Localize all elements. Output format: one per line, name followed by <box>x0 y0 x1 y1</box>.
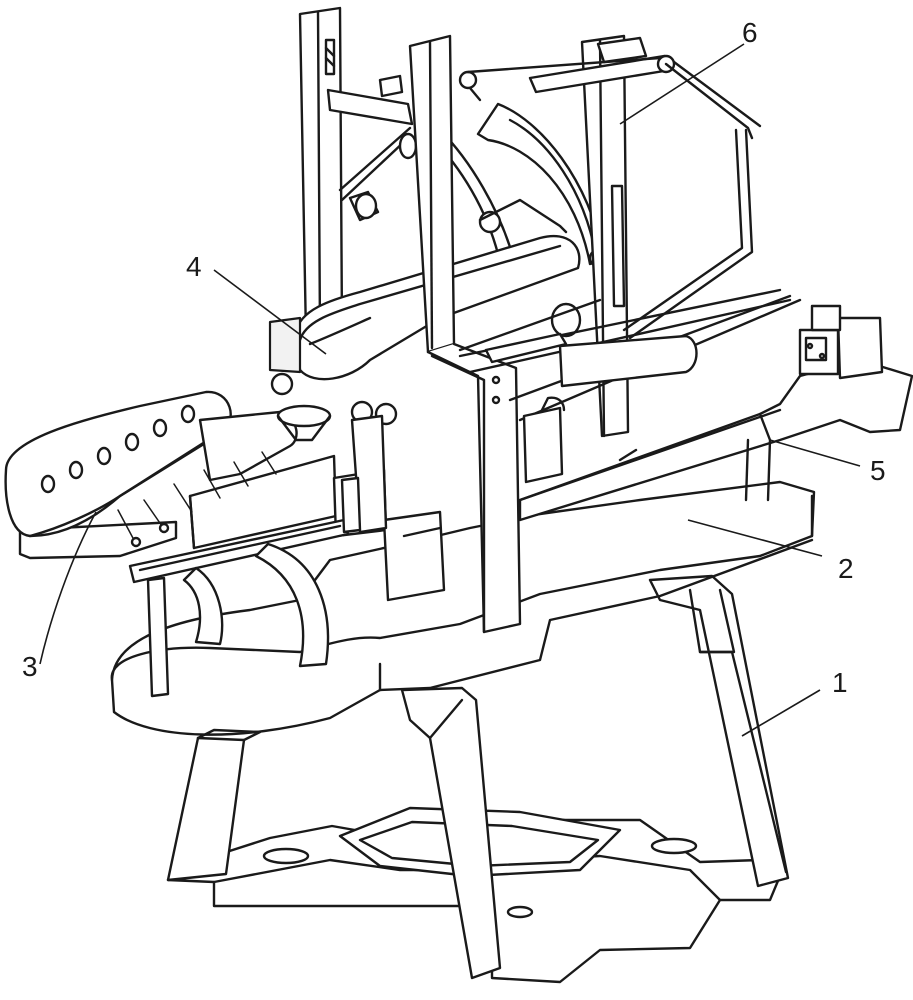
reference-numerals: 1 2 3 4 5 6 <box>22 17 886 698</box>
leader-4 <box>213 269 327 355</box>
ref-label-1: 1 <box>832 667 848 698</box>
inclined-rail <box>518 358 913 522</box>
arc-guide <box>428 102 608 268</box>
base-stand <box>166 574 790 984</box>
pusher-assembly <box>117 404 446 602</box>
leader-5 <box>769 439 861 467</box>
leader-3 <box>39 511 97 665</box>
ref-label-5: 5 <box>870 455 886 486</box>
guide-rail <box>484 332 698 484</box>
leader-1 <box>741 689 821 737</box>
ref-label-3: 3 <box>22 651 38 682</box>
rear-frame <box>298 6 418 338</box>
front-post <box>408 34 802 634</box>
drive-motor <box>798 304 884 380</box>
leader-lines <box>39 43 861 737</box>
leader-2 <box>687 519 823 557</box>
ref-label-6: 6 <box>742 17 758 48</box>
ref-label-2: 2 <box>838 553 854 584</box>
front-rail <box>128 476 362 698</box>
leader-6 <box>619 43 745 125</box>
ref-label-4: 4 <box>186 251 202 282</box>
curved-hooks <box>182 542 330 668</box>
